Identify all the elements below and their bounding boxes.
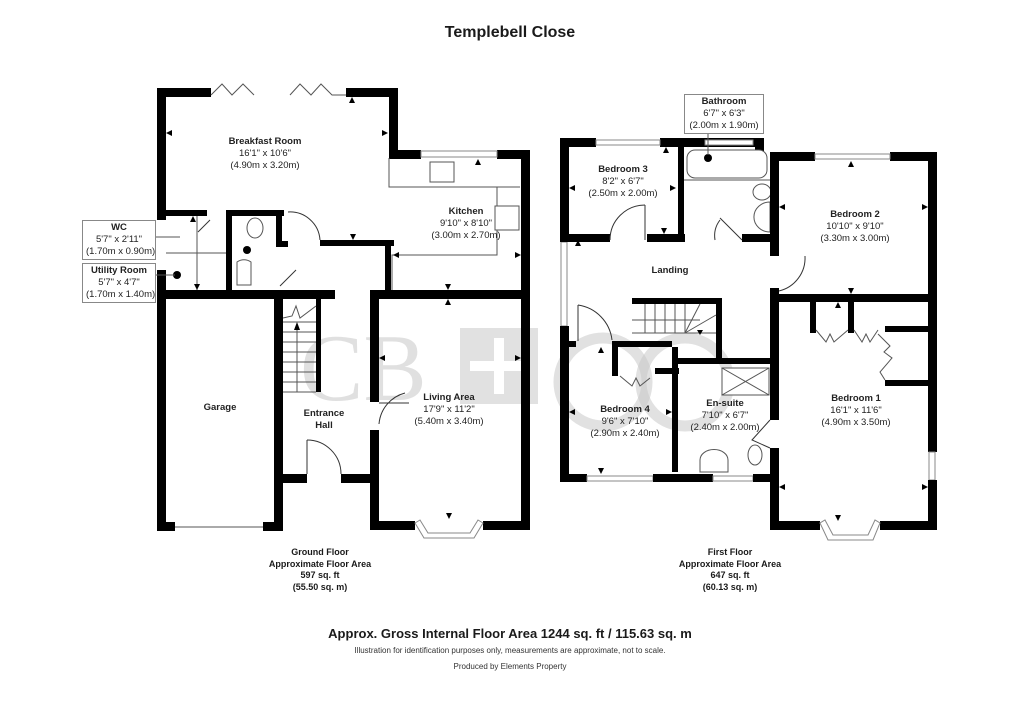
room-name: En-suite <box>706 398 744 409</box>
room-size-metric: (2.90m x 2.40m) <box>590 428 660 439</box>
room-size-imperial: 16'1" x 10'6" <box>238 148 292 159</box>
room-size-imperial: 16'1" x 11'6" <box>830 405 882 416</box>
room-name: Living Area <box>423 392 475 403</box>
room-size-imperial: 10'10" x 9'10" <box>826 221 884 232</box>
room-name: Kitchen <box>448 206 484 217</box>
room-size-metric: (2.50m x 2.00m) <box>588 188 658 199</box>
floor-area-sqft: 647 sq. ft <box>710 570 750 580</box>
disclaimer: Illustration for identification purposes… <box>354 646 666 655</box>
room-size-metric: (3.00m x 2.70m) <box>431 230 501 241</box>
room-size-imperial: 5'7" x 2'11" <box>95 234 143 245</box>
floor-label: First Floor <box>707 547 753 557</box>
room-size-imperial: 5'7" x 4'7" <box>98 277 140 288</box>
floor-area-sqm: (60.13 sq. m) <box>702 581 758 592</box>
room-size-imperial: 7'10" x 6'7" <box>701 410 749 421</box>
room-size-metric: (4.90m x 3.50m) <box>821 417 891 428</box>
room-label-bathroom: Bathroom 6'7" x 6'3" (2.00m x 1.90m) <box>684 94 764 134</box>
room-label-utility-room: Utility Room 5'7" x 4'7" (1.70m x 1.40m) <box>82 263 156 303</box>
produced-by: Produced by Elements Property <box>453 662 567 671</box>
floor-area-sqm: (55.50 sq. m) <box>292 581 348 592</box>
room-name: Bedroom 3 <box>598 164 648 175</box>
room-label-bedroom-2: Bedroom 2 10'10" x 9'10" (3.30m x 3.00m) <box>800 209 910 245</box>
room-label-breakfast-room: Breakfast Room 16'1" x 10'6" (4.90m x 3.… <box>205 136 325 172</box>
room-size-imperial: 17'9" x 11'2" <box>423 404 475 415</box>
room-size-metric: (4.90m x 3.20m) <box>230 160 300 171</box>
floor-label: Ground Floor <box>291 547 349 557</box>
room-label-bedroom-4: Bedroom 4 9'6" x 7'10" (2.90m x 2.40m) <box>580 404 670 440</box>
floor-area-label: Approximate Floor Area <box>268 558 372 569</box>
room-size-metric: (1.70m x 0.90m) <box>86 246 156 257</box>
room-name: Entrance <box>303 408 345 419</box>
gross-internal-area: Approx. Gross Internal Floor Area 1244 s… <box>328 626 692 641</box>
room-label-bedroom-1: Bedroom 1 16'1" x 11'6" (4.90m x 3.50m) <box>800 393 912 429</box>
room-size-metric: (2.40m x 2.00m) <box>690 422 760 433</box>
room-label-garage: Garage <box>180 402 260 414</box>
dimension-arrows <box>166 97 928 521</box>
page-title: Templebell Close <box>444 24 576 41</box>
room-name: Bathroom <box>701 96 747 107</box>
first-floor-plan <box>560 138 937 541</box>
room-label-en-suite: En-suite 7'10" x 6'7" (2.40m x 2.00m) <box>680 398 770 434</box>
room-name: Landing <box>651 265 689 276</box>
room-label-wc: WC 5'7" x 2'11" (1.70m x 0.90m) <box>82 220 156 260</box>
room-name: Utility Room <box>91 265 147 276</box>
room-name: Garage <box>203 402 237 413</box>
room-size-metric: (2.00m x 1.90m) <box>689 120 759 131</box>
room-name-line2: Hall <box>315 420 333 431</box>
floor-area-label: Approximate Floor Area <box>678 558 782 569</box>
room-name: Bedroom 2 <box>830 209 880 220</box>
room-label-kitchen: Kitchen 9'10" x 8'10" (3.00m x 2.70m) <box>410 206 522 242</box>
room-size-metric: (1.70m x 1.40m) <box>86 289 156 300</box>
room-name: WC <box>111 222 127 233</box>
room-size-imperial: 6'7" x 6'3" <box>703 108 745 119</box>
room-label-living-area: Living Area 17'9" x 11'2" (5.40m x 3.40m… <box>384 392 514 428</box>
room-size-imperial: 8'2" x 6'7" <box>602 176 644 187</box>
room-name: Breakfast Room <box>228 136 302 147</box>
ground-floor-info: Ground Floor Approximate Floor Area 597 … <box>260 547 380 593</box>
ground-floor-plan <box>157 83 530 539</box>
room-label-landing: Landing <box>630 265 710 277</box>
room-label-bedroom-3: Bedroom 3 8'2" x 6'7" (2.50m x 2.00m) <box>578 164 668 200</box>
room-size-metric: (5.40m x 3.40m) <box>414 416 484 427</box>
room-label-entrance-hall: Entrance Hall <box>286 408 362 432</box>
first-floor-info: First Floor Approximate Floor Area 647 s… <box>670 547 790 593</box>
room-name: Bedroom 1 <box>831 393 881 404</box>
room-size-imperial: 9'10" x 8'10" <box>439 218 493 229</box>
room-name: Bedroom 4 <box>600 404 650 415</box>
room-size-imperial: 9'6" x 7'10" <box>601 416 649 427</box>
room-size-metric: (3.30m x 3.00m) <box>820 233 890 244</box>
floor-area-sqft: 597 sq. ft <box>300 570 340 580</box>
